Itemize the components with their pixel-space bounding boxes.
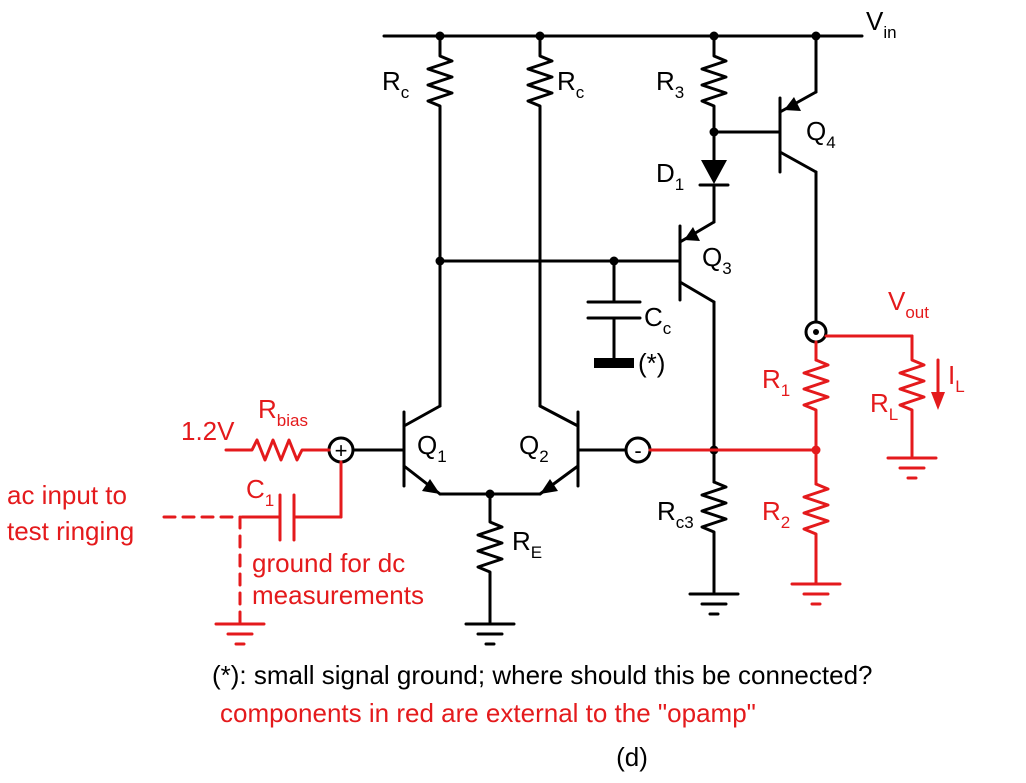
rbias-resistor xyxy=(224,438,331,462)
d1-label: D1 xyxy=(656,158,684,194)
dc-ground xyxy=(214,622,266,646)
rc3-resistor xyxy=(700,480,728,594)
figure-caption: (d) xyxy=(616,742,648,772)
r2-label: R2 xyxy=(762,496,790,532)
ground-line1: ground for dc xyxy=(252,548,405,578)
rl-ground xyxy=(886,456,938,480)
internal-circuit xyxy=(327,31,864,646)
il-arrow-icon xyxy=(931,358,945,410)
rl-resistor xyxy=(898,334,926,458)
re-label: RE xyxy=(512,526,542,562)
rc-left-resistor xyxy=(426,34,454,120)
rc-left-label: Rc xyxy=(382,66,410,102)
ac-input-line1: ac input to xyxy=(7,480,127,510)
r2-ground xyxy=(790,582,842,606)
vin-label: Vin xyxy=(866,6,897,42)
rc3-ground xyxy=(688,592,740,616)
re-ground xyxy=(464,622,516,646)
note-small-signal: (*): small signal ground; where should t… xyxy=(212,660,873,690)
notes: (*): small signal ground; where should t… xyxy=(212,660,873,772)
cc-label: Cc xyxy=(644,302,672,338)
vout-label: Vout xyxy=(888,286,929,322)
rc-right-label: Rc xyxy=(557,66,585,102)
ac-input-line2: test ringing xyxy=(7,516,134,546)
plus-terminal-label: + xyxy=(335,438,348,463)
minus-terminal-label: - xyxy=(634,438,641,463)
r3-label: R3 xyxy=(656,66,684,102)
ground-line2: measurements xyxy=(252,580,424,610)
r1-resistor xyxy=(802,358,830,486)
junction-dots xyxy=(435,31,821,499)
rl-label: RL xyxy=(870,388,898,424)
external-circuit xyxy=(162,334,945,646)
c1-label: C1 xyxy=(246,474,274,510)
r3-resistor xyxy=(700,34,728,162)
bias-voltage-label: 1.2V xyxy=(181,416,235,446)
q4-label: Q4 xyxy=(806,116,836,152)
c1-capacitor xyxy=(278,493,296,542)
q2-label: Q2 xyxy=(519,430,549,466)
q3-label: Q3 xyxy=(702,242,732,278)
component-labels: Vin Rc Rc R3 Q4 D1 Q3 Cc (*) Q1 Q2 RE Rc… xyxy=(7,6,965,610)
re-resistor xyxy=(476,492,504,624)
d1-diode xyxy=(698,160,730,224)
r2-resistor xyxy=(802,482,830,586)
rbias-label: Rbias xyxy=(258,394,308,430)
note-external: components in red are external to the "o… xyxy=(220,698,756,728)
q4-transistor xyxy=(778,34,818,174)
q3-transistor xyxy=(678,220,716,304)
r1-label: R1 xyxy=(762,364,790,400)
q1-label: Q1 xyxy=(417,430,447,466)
rc-right-resistor xyxy=(526,34,554,120)
rc3-label: Rc3 xyxy=(657,496,694,532)
star-label: (*) xyxy=(638,348,665,378)
cc-capacitor xyxy=(586,259,642,368)
il-label: IL xyxy=(948,360,965,396)
